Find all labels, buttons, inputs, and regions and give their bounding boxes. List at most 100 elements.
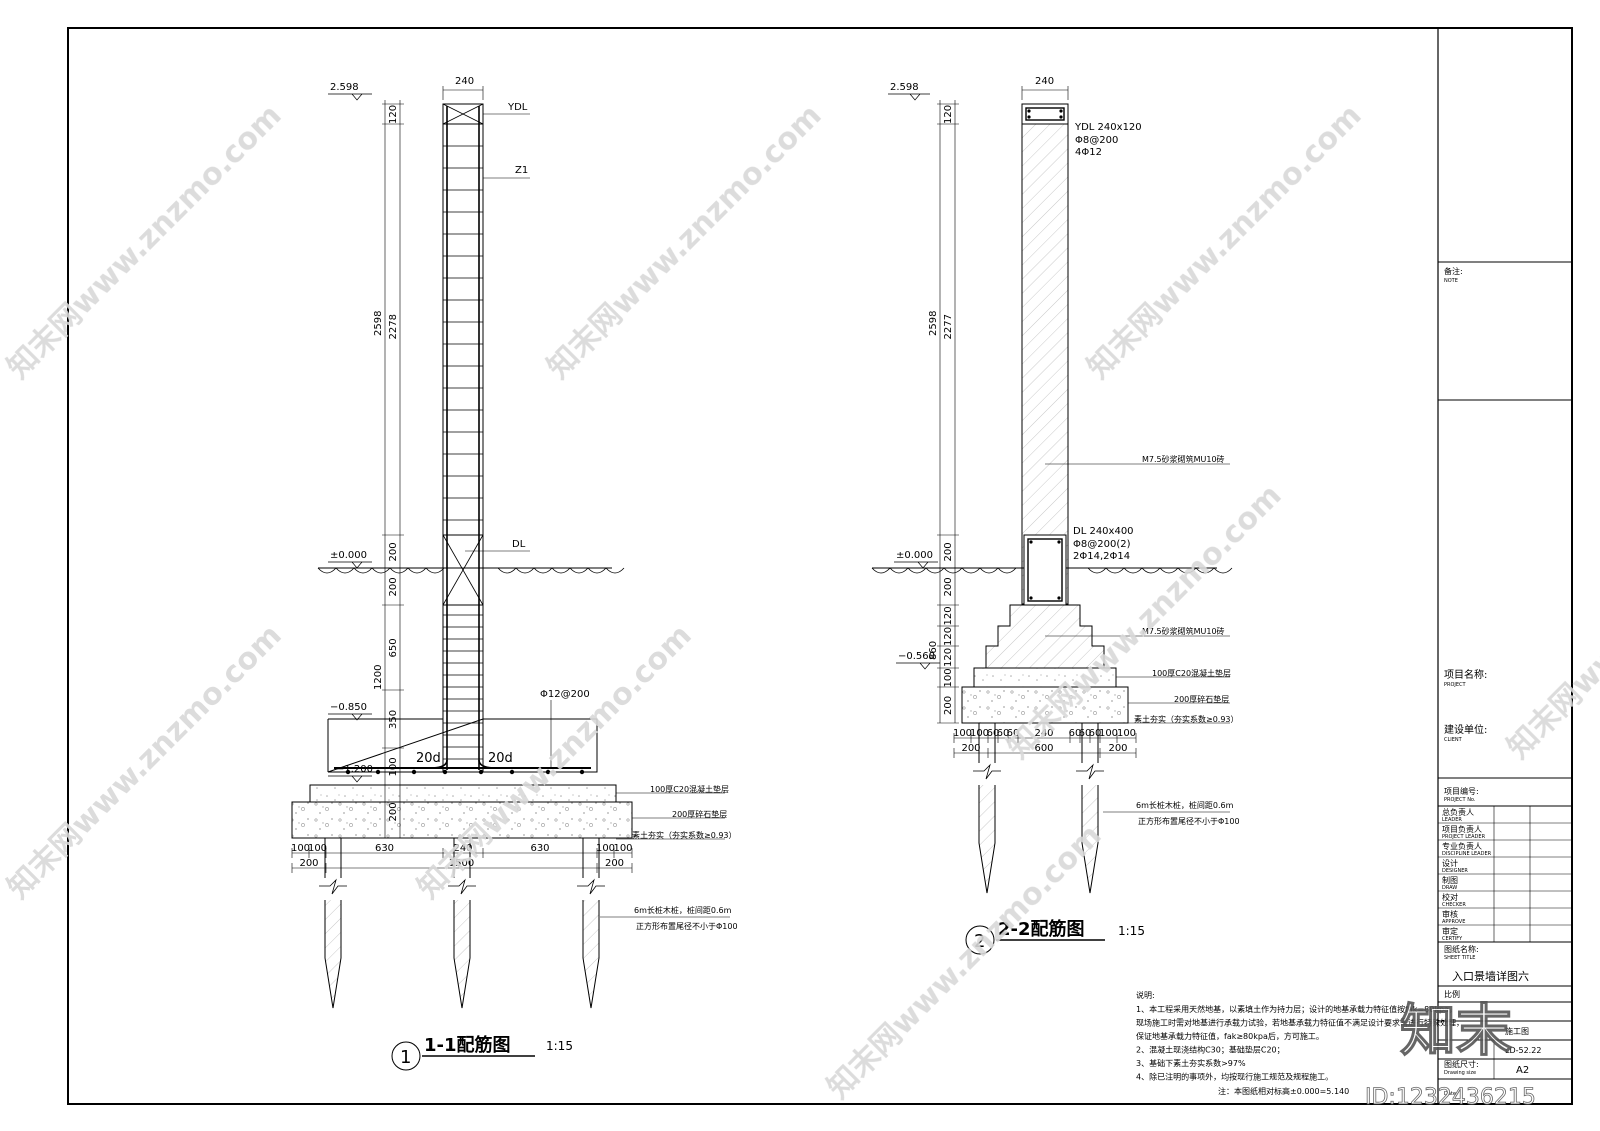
s2-elev-top: 2.598	[890, 82, 919, 93]
dim-label: 60	[1089, 728, 1102, 739]
dim-label: 200	[1108, 743, 1127, 754]
sheet-title-label: 图纸名称:	[1444, 944, 1479, 954]
s1-dim-lower: 1200	[373, 665, 384, 690]
ratio-label: 比例	[1444, 989, 1460, 999]
s1-elev-top: 2.598	[330, 82, 359, 93]
svg-text:知末网www.znzmo.com: 知末网www.znzmo.com	[411, 618, 699, 906]
note-line: 4、除已注明的事项外，均按现行施工规范及规程施工。	[1136, 1072, 1333, 1082]
size-label: 图纸尺寸:	[1444, 1059, 1479, 1069]
role-label: 项目负责人	[1442, 824, 1482, 834]
phase-value: 施工图	[1505, 1026, 1529, 1036]
role-label: 专业负责人	[1442, 841, 1482, 851]
dim-label: 60	[987, 728, 1000, 739]
role-label-en: DISCIPLINE LEADER	[1442, 851, 1492, 857]
dim-label: 100	[308, 843, 327, 854]
dim-label: 200	[605, 858, 624, 869]
dim-label: 2278	[388, 314, 399, 339]
sheet-title: 入口景墙详图六	[1452, 969, 1529, 983]
s1-width-top: 240	[455, 76, 474, 87]
s1-number: 1	[400, 1047, 411, 1068]
sheet-no-value: LD-52.22	[1505, 1046, 1541, 1055]
dim-label: 630	[530, 843, 549, 854]
dim-label: 200	[388, 802, 399, 821]
client-label: 建设单位:	[1444, 723, 1487, 736]
size-label-en: Drawing size	[1444, 1070, 1476, 1076]
s1-label-gravel: 200厚碎石垫层	[672, 809, 727, 819]
notes-footer: 注：本图纸相对标高±0.000=5.140	[1218, 1086, 1349, 1096]
watermark-logo: 知末	[1400, 999, 1512, 1064]
s2-label-ydl2: Φ8@200	[1075, 135, 1118, 146]
s2-label-concrete: 100厚C20混凝土垫层	[1152, 668, 1231, 678]
s1-label-rebar: Φ12@200	[540, 689, 590, 700]
role-label: 校对	[1442, 892, 1458, 902]
s2-label-pile2: 正方形布置尾径不小于Φ100	[1138, 816, 1240, 826]
dim-label: 200	[943, 542, 954, 561]
s1-label-z1: Z1	[515, 165, 528, 176]
project-no-label: 项目编号:	[1444, 786, 1479, 796]
s1-title: 1-1配筋图	[424, 1034, 511, 1056]
sheet-title-label-en: SHEET TITLE	[1444, 955, 1475, 961]
dim-label: 120	[388, 105, 399, 124]
s2-width-top: 240	[1035, 76, 1054, 87]
s1-dim-total: 2598	[373, 311, 384, 336]
s2-label-masonry-top: M7.5砂浆砌筑MU10砖	[1142, 454, 1225, 464]
dim-label: 100	[970, 728, 989, 739]
role-label: 制图	[1442, 875, 1458, 885]
s2-label-gravel: 200厚碎石垫层	[1174, 694, 1229, 704]
dim-label: 100	[1099, 728, 1118, 739]
note-label-en: NOTE	[1444, 278, 1458, 284]
watermark-id: ID:1232436215	[1365, 1085, 1536, 1110]
s2-label-ydl1: YDL 240x120	[1074, 122, 1142, 133]
svg-text:知末网www.znzmo.com: 知末网www.znzmo.com	[1081, 98, 1369, 386]
dim-label: 200	[943, 577, 954, 596]
s1-elev-zero: ±0.000	[330, 550, 367, 561]
dim-label: 240	[453, 843, 472, 854]
s1-label-concrete: 100厚C20混凝土垫层	[650, 784, 729, 794]
s2-label-dl2: Φ8@200(2)	[1073, 539, 1131, 550]
s1-label-pile1: 6m长桩木桩，桩间距0.6m	[634, 905, 732, 915]
dim-label: 100	[291, 843, 310, 854]
role-label: 总负责人	[1442, 807, 1474, 817]
s1-label-pile2: 正方形布置尾径不小于Φ100	[636, 921, 738, 931]
section-2-drawing	[871, 103, 1233, 894]
s1-label-ydl: YDL	[507, 102, 528, 113]
section-1-labels: 2.598 240 YDL Z1 DL ±0.000 −0.850 −1.200…	[291, 76, 738, 1071]
dim-label: 120	[943, 105, 954, 124]
dim-label: 650	[388, 638, 399, 657]
dim-label: 200	[961, 743, 980, 754]
svg-text:知末网www.znzmo.com: 知末网www.znzmo.com	[1, 98, 289, 386]
dim-label: 100	[1117, 728, 1136, 739]
svg-text:知末网www.znzmo.com: 知末网www.znzmo.com	[1, 618, 289, 906]
notes-block: 说明: 1、本工程采用天然地基，以素填土作为持力层；设计的地基承载力特征值按fa…	[1136, 990, 1464, 1096]
s1-label-dl: DL	[512, 539, 526, 550]
s2-label-dl1: DL 240x400	[1073, 526, 1134, 537]
dim-label: 200	[943, 696, 954, 715]
sheet-border	[67, 27, 1573, 1105]
s2-dim-lower: 860	[928, 641, 939, 660]
role-label-en: DRAW	[1442, 885, 1457, 891]
s1-elev-bottom: −1.200	[336, 764, 373, 775]
notes-heading: 说明:	[1136, 990, 1155, 1000]
s2-label-dl3: 2Φ14,2Φ14	[1073, 551, 1130, 562]
dim-label: 60	[1007, 728, 1020, 739]
role-label: 审定	[1442, 926, 1458, 936]
dim-label: 60	[1079, 728, 1092, 739]
role-label-en: LEADER	[1442, 817, 1462, 823]
dim-label: 100	[943, 668, 954, 687]
dim-label: 200	[388, 577, 399, 596]
project-label: 项目名称:	[1444, 668, 1487, 681]
dim-label: 1500	[449, 858, 474, 869]
dim-label: 120	[943, 648, 954, 667]
dim-label: 100	[596, 843, 615, 854]
title-block: 备注: NOTE 项目名称: PROJECT 建设单位: CLIENT 项目编号…	[1437, 28, 1572, 1104]
dim-label: 100	[388, 757, 399, 776]
role-label-en: DESIGNER	[1442, 868, 1468, 874]
note-line: 3、基础下素土夯实系数>97%	[1136, 1058, 1246, 1068]
dim-label: 630	[375, 843, 394, 854]
role-label-en: CHECKER	[1442, 902, 1466, 908]
dim-label: 200	[388, 542, 399, 561]
section-1-drawing	[291, 103, 633, 1009]
dim-label: 100	[613, 843, 632, 854]
project-label-en: PROJECT	[1444, 682, 1467, 688]
